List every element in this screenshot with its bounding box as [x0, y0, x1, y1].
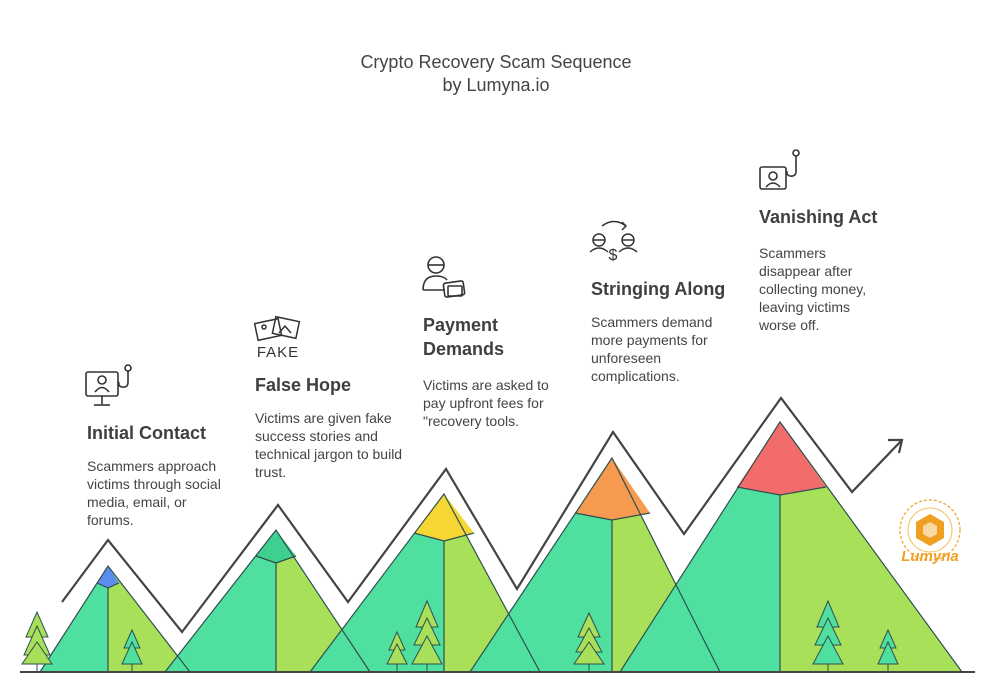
- progress-zigzag-arrow: [61, 396, 904, 634]
- step-desc-payment-demands: Victims are asked to pay upfront fees fo…: [423, 377, 549, 429]
- people-money-exchange-icon: $: [589, 220, 638, 264]
- tree-icon: [877, 628, 899, 672]
- trees: [21, 599, 899, 672]
- person-wallet-icon: [422, 256, 466, 298]
- step-title-initial-contact: Initial Contact: [87, 423, 207, 443]
- svg-text:FAKE: FAKE: [257, 344, 299, 361]
- step-desc-initial-contact: Scammers approach victims through social…: [87, 458, 221, 528]
- logo-text: Lumyna: [901, 548, 959, 565]
- tree-icon: [386, 630, 408, 672]
- tree-icon: [121, 628, 143, 672]
- lumyna-logo: Lumyna: [899, 499, 961, 565]
- fake-photos-icon: FAKE: [253, 315, 301, 361]
- step-desc-stringing-along: Scammers demand more payments for unfore…: [591, 314, 713, 384]
- mountain-outlines: [39, 420, 963, 673]
- step-desc-false-hope: Victims are given fake success stories a…: [255, 410, 403, 480]
- tree-icon: [812, 599, 844, 672]
- profile-hook-icon: [759, 149, 800, 190]
- step-title-vanishing-act: Vanishing Act: [759, 207, 878, 227]
- tree-icon: [573, 611, 605, 672]
- step-title-false-hope: False Hope: [255, 375, 352, 395]
- svg-text:$: $: [609, 247, 618, 264]
- page-title: Crypto Recovery Scam Sequence: [360, 52, 632, 72]
- mountain-initial-contact: [40, 566, 190, 672]
- page-subtitle: by Lumyna.io: [442, 75, 550, 95]
- mountain-vanishing-act: [620, 422, 962, 672]
- tree-icon: [411, 599, 443, 672]
- step-desc-vanishing-act: Scammers disappear after collecting mone…: [759, 245, 867, 333]
- step-title-payment-demands: Payment Demands: [423, 315, 505, 359]
- tree-icon: [21, 610, 53, 672]
- step-title-stringing-along: Stringing Along: [591, 279, 726, 299]
- computer-hook-icon: [85, 364, 132, 406]
